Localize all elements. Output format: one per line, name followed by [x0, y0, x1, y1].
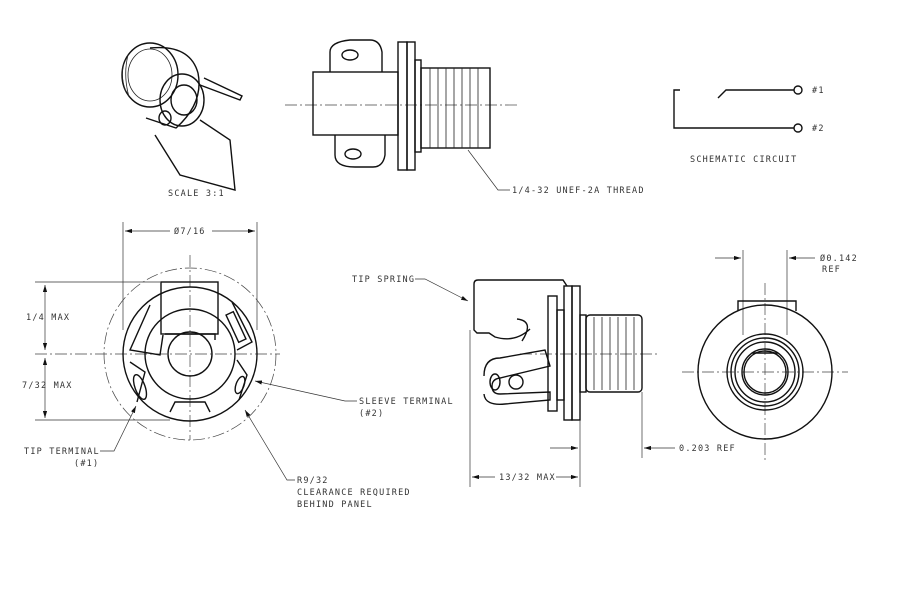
- isometric-view: SCALE 3:1: [121, 42, 243, 199]
- tip-terminal-number: (#1): [74, 459, 99, 469]
- diameter-0-142-label: Ø0.142: [820, 253, 858, 264]
- max-1-4-label: 1/4 MAX: [26, 313, 70, 323]
- schematic-circuit: #1 #2 SCHEMATIC CIRCUIT: [673, 85, 825, 165]
- pin2-label: #2: [812, 124, 825, 134]
- max-13-32-label: 13/32 MAX: [499, 473, 556, 483]
- side-view-top: 1/4-32 UNEF-2A THREAD: [285, 39, 645, 196]
- side-view-bottom: TIP SPRING 0.203 REF 13/32 MAX: [352, 275, 736, 487]
- sleeve-terminal-number: (#2): [359, 409, 384, 419]
- max-7-32-label: 7/32 MAX: [22, 381, 73, 391]
- ref-label: REF: [822, 265, 841, 275]
- clearance-line1: CLEARANCE REQUIRED: [297, 488, 411, 498]
- tip-terminal-label: TIP TERMINAL: [24, 447, 100, 457]
- scale-label: SCALE 3:1: [168, 189, 225, 199]
- tip-spring-label: TIP SPRING: [352, 275, 415, 285]
- thread-label: 1/4-32 UNEF-2A THREAD: [512, 186, 645, 196]
- pin1-label: #1: [812, 86, 825, 96]
- ref-0-203-label: 0.203 REF: [679, 444, 736, 454]
- sleeve-terminal-label: SLEEVE TERMINAL: [359, 397, 454, 407]
- clearance-line2: BEHIND PANEL: [297, 500, 373, 510]
- r9-32-label: R9/32: [297, 476, 329, 486]
- front-view: Ø7/16 1/4 MAX 7/32 MAX TIP TERMINAL (#1)…: [22, 222, 454, 510]
- rear-view: Ø0.142 REF: [682, 250, 858, 462]
- schematic-label: SCHEMATIC CIRCUIT: [690, 155, 797, 165]
- diameter-7-16-label: Ø7/16: [174, 226, 206, 237]
